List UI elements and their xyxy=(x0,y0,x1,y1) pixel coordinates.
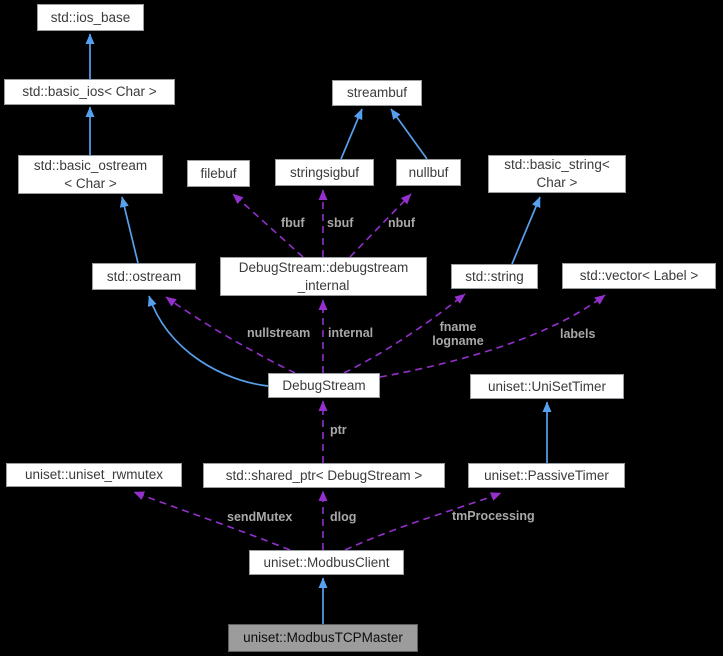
node-nullbuf[interactable]: nullbuf xyxy=(396,159,461,186)
edge-stringsigbuf-to-streambuf xyxy=(340,108,363,160)
node-uniset-rwmutex[interactable]: uniset::uniset_rwmutex xyxy=(6,463,182,487)
edge-label-labels: labels xyxy=(560,327,596,341)
node-std-shared-ptr-debugstream[interactable]: std::shared_ptr< DebugStream > xyxy=(203,463,445,488)
edge-debugstream-to-vector-labels xyxy=(379,294,606,378)
edge-label-fbuf: fbuf xyxy=(281,216,305,230)
node-stringsigbuf[interactable]: stringsigbuf xyxy=(275,159,374,186)
edge-modbusclient-to-passivetimer-tmprocessing xyxy=(344,492,502,551)
node-uniset-modbustcpmaster[interactable]: uniset::ModbusTCPMaster xyxy=(228,624,418,652)
node-debugstream-internal[interactable]: DebugStream::debugstream _internal xyxy=(220,257,427,296)
node-std-string[interactable]: std::string xyxy=(451,264,538,289)
edge-debugstream-to-ostream xyxy=(147,295,269,387)
edge-string-to-basicstring xyxy=(511,196,541,265)
edge-label-fname-logname: fname logname xyxy=(432,320,484,348)
edge-modbusclient-to-rwmutex-sendmutex xyxy=(133,491,291,551)
edge-label-dlog: dlog xyxy=(330,510,357,524)
node-debugstream[interactable]: DebugStream xyxy=(268,373,380,398)
edge-label-sendmutex: sendMutex xyxy=(227,510,293,524)
edge-label-sbuf: sbuf xyxy=(327,216,354,230)
edge-internal-to-nullbuf-nbuf xyxy=(349,193,412,258)
edge-label-ptr: ptr xyxy=(330,423,347,437)
node-uniset-modbusclient[interactable]: uniset::ModbusClient xyxy=(249,550,404,575)
node-uniset-passivetimer[interactable]: uniset::PassiveTimer xyxy=(468,463,625,488)
edge-internal-to-filebuf-fbuf xyxy=(232,193,304,258)
node-std-basic-string[interactable]: std::basic_string< Char > xyxy=(488,155,626,193)
node-streambuf[interactable]: streambuf xyxy=(332,80,422,106)
node-std-ios-base[interactable]: std::ios_base xyxy=(37,4,144,31)
edge-ostream-to-basicostream xyxy=(119,196,139,264)
node-std-basic-ios[interactable]: std::basic_ios< Char > xyxy=(4,79,175,105)
edge-label-nbuf: nbuf xyxy=(388,216,416,230)
node-filebuf[interactable]: filebuf xyxy=(187,160,250,187)
node-std-basic-ostream[interactable]: std::basic_ostream < Char > xyxy=(18,155,163,194)
node-uniset-unisettimer[interactable]: uniset::UniSetTimer xyxy=(470,374,624,399)
edge-label-internal: internal xyxy=(328,326,374,340)
edge-label-nullstream: nullstream xyxy=(247,326,311,340)
edge-label-tmprocessing: tmProcessing xyxy=(452,509,535,523)
node-std-vector-label[interactable]: std::vector< Label > xyxy=(562,263,716,289)
edge-debugstream-to-ostream-nullstream xyxy=(165,296,296,374)
edge-debugstream-to-string-fname xyxy=(343,293,466,374)
node-std-ostream[interactable]: std::ostream xyxy=(92,263,196,290)
edge-nullbuf-to-streambuf xyxy=(390,108,428,160)
